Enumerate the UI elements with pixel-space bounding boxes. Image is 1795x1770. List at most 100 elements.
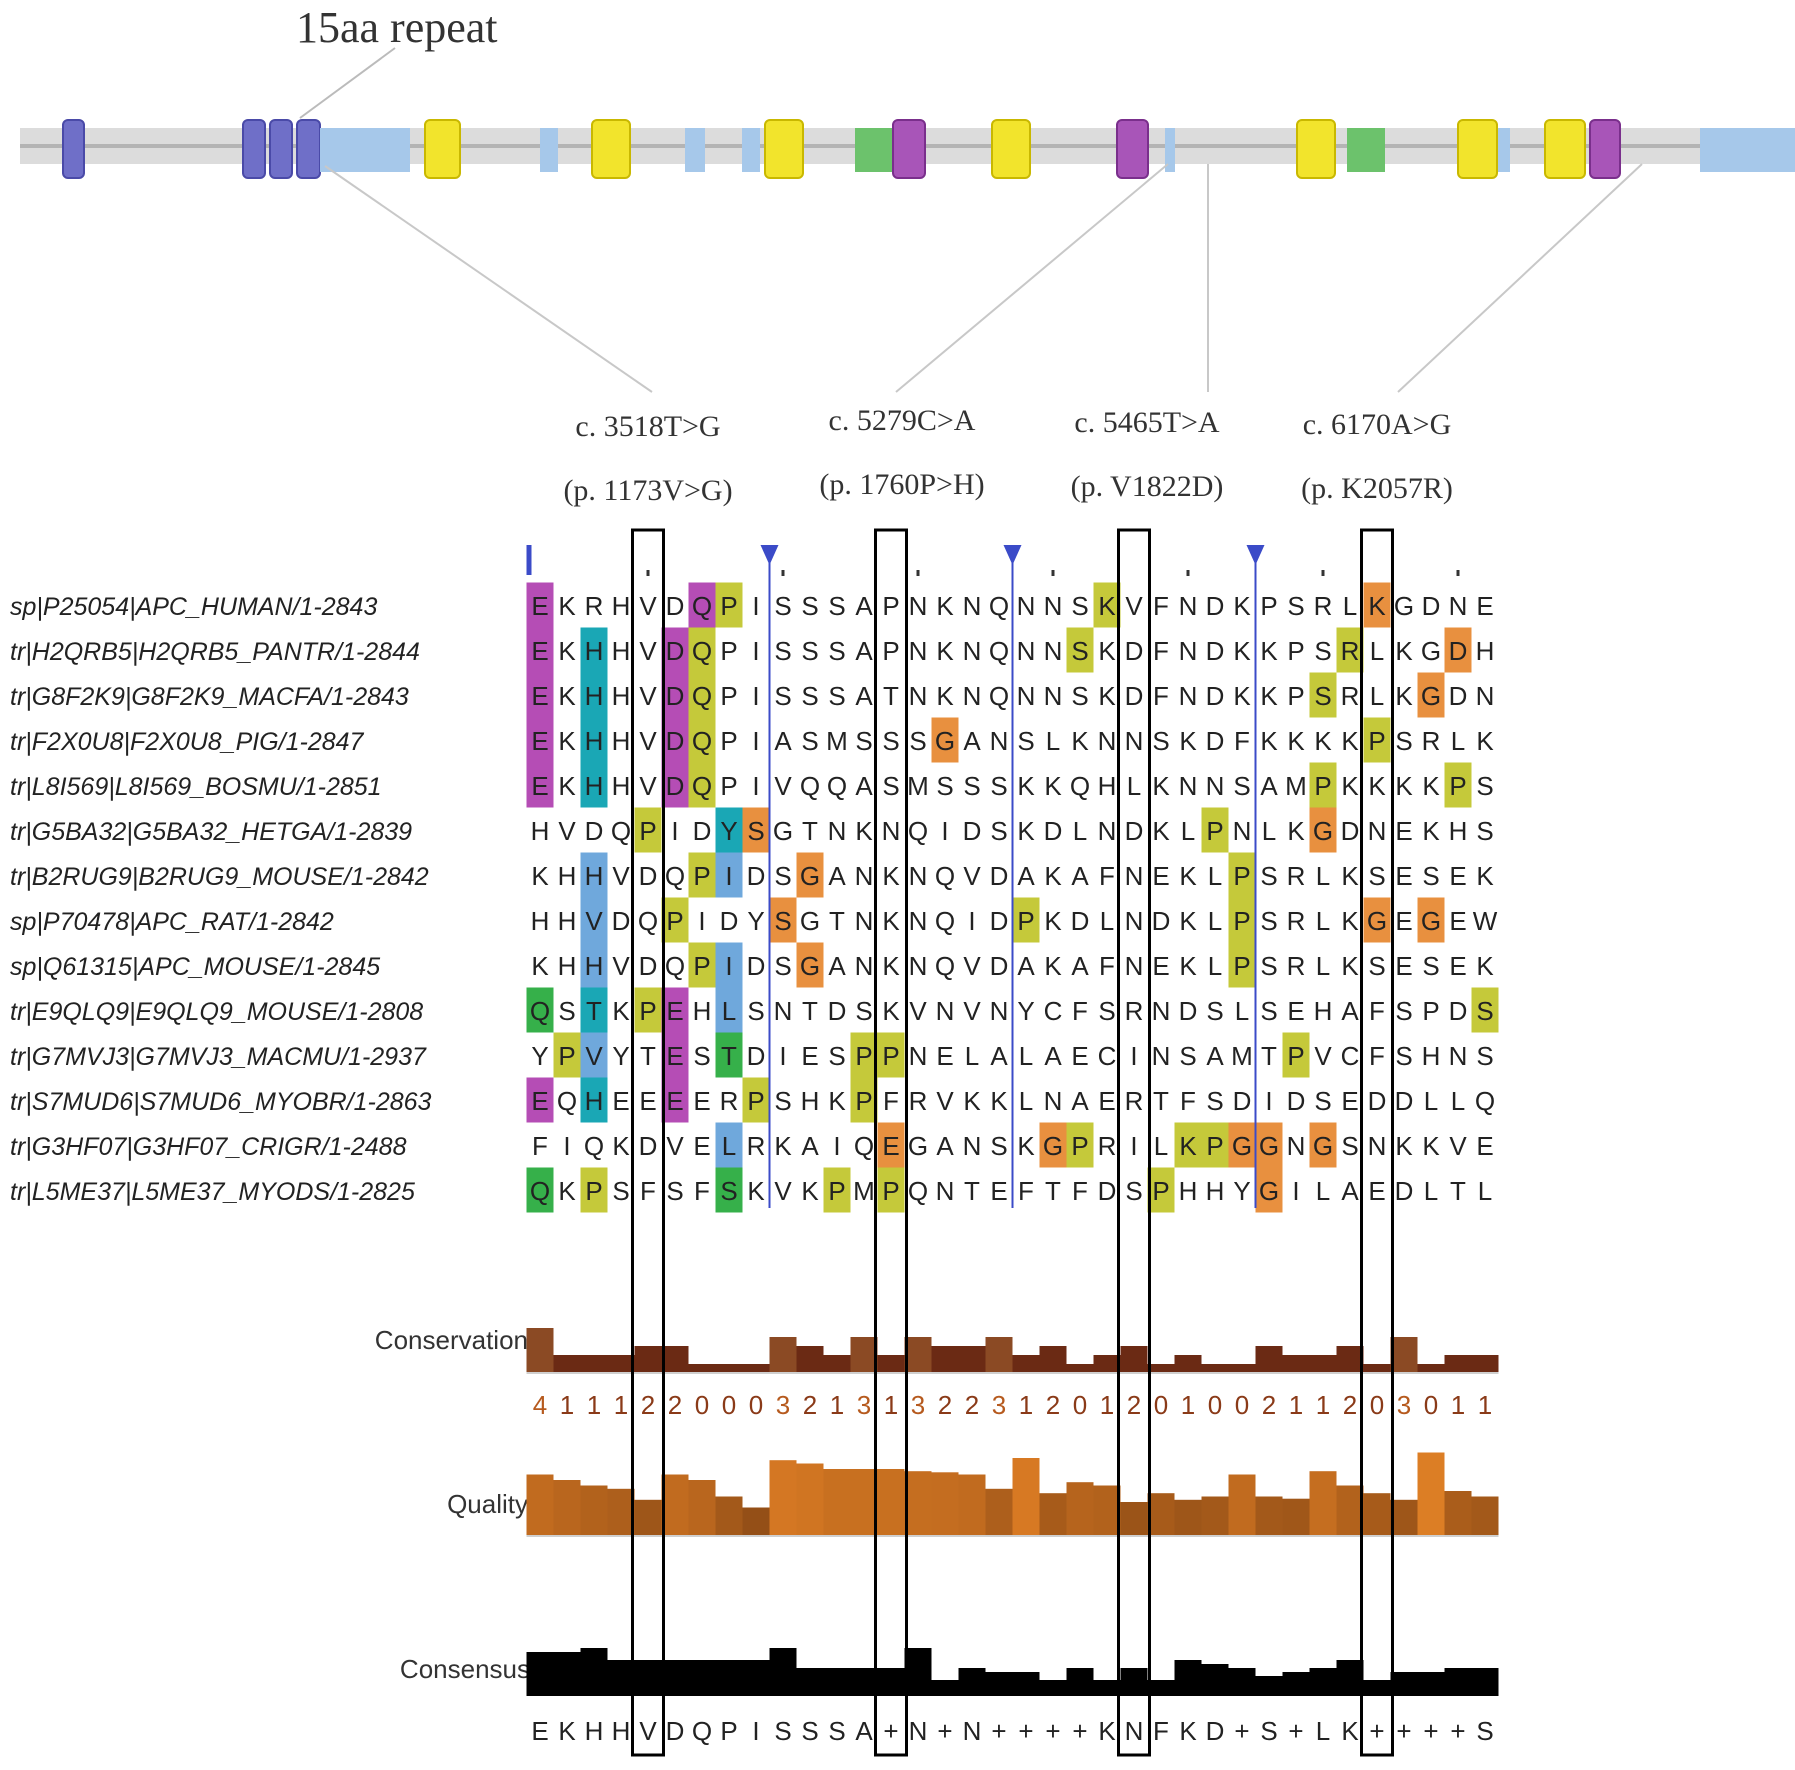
mutation-dna-3: c. 5465T>A — [1074, 406, 1220, 439]
residue: P — [720, 636, 737, 666]
residue-highlight — [661, 672, 689, 718]
consensus-bar — [1444, 1668, 1472, 1696]
sequence-name: tr|G7MVJ3|G7MVJ3_MACMU/1-2937 — [10, 1043, 427, 1071]
residue: V — [1449, 1131, 1467, 1161]
residue: H — [1476, 636, 1495, 666]
domain-repeat15-3 — [296, 119, 321, 179]
residue: P — [666, 906, 683, 936]
callout-line-2 — [895, 163, 1169, 393]
consensus-residue: L — [1316, 1716, 1330, 1746]
consensus-bar — [985, 1672, 1013, 1696]
block-separator-marker — [1246, 545, 1265, 565]
residue: K — [1395, 636, 1413, 666]
consensus-label: Consensus — [400, 1654, 530, 1684]
residue: C — [1098, 1041, 1117, 1071]
residue: P — [882, 591, 899, 621]
residue: I — [1292, 1176, 1299, 1206]
residue-highlight — [688, 942, 716, 988]
residue: D — [1098, 1176, 1117, 1206]
residue: P — [720, 726, 737, 756]
residue: D — [666, 681, 685, 711]
residue: F — [640, 1176, 656, 1206]
residue-highlight — [580, 672, 608, 718]
residue: Q — [665, 951, 685, 981]
residue: T — [883, 681, 899, 711]
conservation-score: 4 — [533, 1390, 547, 1420]
residue: T — [586, 996, 602, 1026]
residue: H — [585, 951, 604, 981]
residue: A — [855, 591, 873, 621]
consensus-bar — [769, 1648, 797, 1696]
residue: K — [990, 1086, 1008, 1116]
residue-highlight — [634, 807, 662, 853]
residue: F — [694, 1176, 710, 1206]
residue-highlight — [1228, 852, 1256, 898]
domain-beta_catenin-12 — [591, 119, 631, 179]
residue: Q — [692, 636, 712, 666]
residue: S — [828, 636, 845, 666]
consensus-residue: S — [801, 1716, 818, 1746]
residue: K — [558, 681, 576, 711]
residue: E — [1395, 906, 1412, 936]
residue: S — [1287, 591, 1304, 621]
residue: Q — [935, 906, 955, 936]
residue: V — [585, 1041, 603, 1071]
residue: E — [1287, 996, 1304, 1026]
residue: K — [1260, 636, 1278, 666]
conservation-bar — [553, 1355, 581, 1372]
residue: D — [666, 636, 685, 666]
residue: S — [1017, 726, 1034, 756]
residue: D — [1449, 636, 1468, 666]
residue: N — [1098, 816, 1117, 846]
residue: N — [882, 816, 901, 846]
residue: D — [1152, 906, 1171, 936]
conservation-score: 1 — [1316, 1390, 1330, 1420]
conservation-bar — [1390, 1337, 1418, 1372]
residue: P — [747, 1086, 764, 1116]
residue: L — [1478, 1176, 1492, 1206]
residue: P — [1287, 681, 1304, 711]
quality-bar — [796, 1463, 824, 1535]
conservation-score: 2 — [668, 1390, 682, 1420]
residue-highlight — [661, 1032, 689, 1078]
residue-highlight — [715, 582, 743, 628]
residue-highlight — [526, 1167, 554, 1213]
residue-highlight — [877, 1032, 905, 1078]
residue: E — [1449, 906, 1466, 936]
residue: S — [1341, 1131, 1358, 1161]
residue: S — [1260, 951, 1277, 981]
residue: K — [558, 591, 576, 621]
consensus-bar — [1417, 1672, 1445, 1696]
ruler-tick — [646, 570, 650, 576]
consensus-residue: D — [1206, 1716, 1225, 1746]
residue: K — [1422, 1131, 1440, 1161]
consensus-bar — [1336, 1660, 1364, 1696]
conservation-bar — [850, 1337, 878, 1372]
residue: G — [1421, 636, 1441, 666]
residue: A — [936, 1131, 954, 1161]
ruler-start-marker — [526, 545, 532, 575]
residue: K — [882, 996, 900, 1026]
residue: M — [853, 1176, 875, 1206]
residue: S — [882, 771, 899, 801]
residue: F — [1072, 996, 1088, 1026]
residue-highlight — [1309, 807, 1337, 853]
conservation-bar — [742, 1364, 770, 1372]
residue: D — [747, 861, 766, 891]
conservation-bar — [1120, 1346, 1148, 1372]
residue-highlight — [1228, 897, 1256, 943]
residue: H — [801, 1086, 820, 1116]
residue: S — [612, 1176, 629, 1206]
residue: D — [1125, 816, 1144, 846]
consensus-bar — [1201, 1664, 1229, 1696]
residue: A — [828, 951, 846, 981]
consensus-bar — [1363, 1680, 1391, 1696]
residue: S — [774, 681, 791, 711]
conservation-score: 0 — [749, 1390, 763, 1420]
residue-highlight — [850, 1077, 878, 1123]
residue: K — [1476, 861, 1494, 891]
conservation-score: 0 — [1370, 1390, 1384, 1420]
residue-highlight — [1417, 672, 1445, 718]
